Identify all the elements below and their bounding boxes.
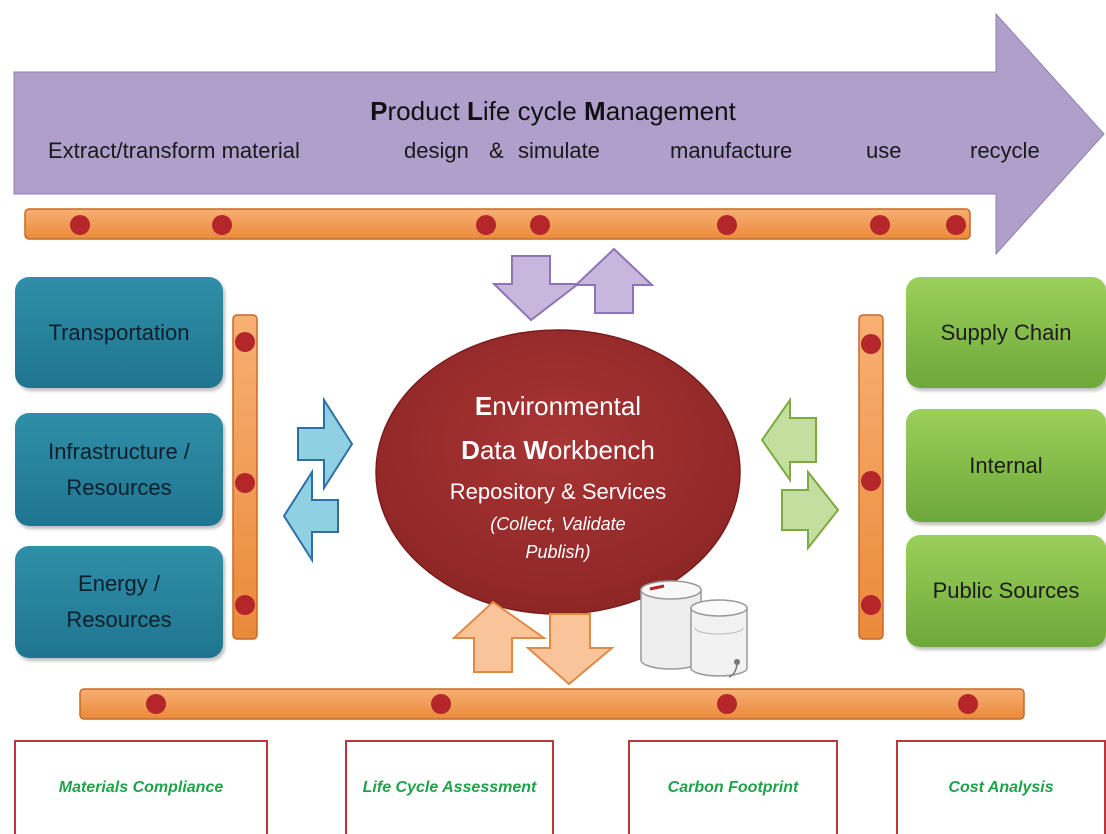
bus-node (958, 694, 978, 714)
stage-extract: Extract/transform material (48, 138, 300, 163)
bus-node (235, 332, 255, 352)
arrow-up-purple (573, 247, 655, 314)
bus-node (861, 471, 881, 491)
source-label: Transportation (48, 319, 190, 345)
bus-node (70, 215, 90, 235)
analysis-label: Carbon Footprint (667, 779, 799, 796)
analysis-carbon-footprint: Carbon Footprint (628, 740, 838, 834)
arrow-right-blue (297, 396, 354, 492)
source-internal: Internal (906, 409, 1106, 522)
workbench-note-line1: (Collect, Validate (490, 514, 626, 534)
bus-node (861, 334, 881, 354)
top-bus (24, 208, 971, 240)
bus-node (476, 215, 496, 235)
source-supply-chain: Supply Chain (906, 277, 1106, 388)
workbench-title-line2: Data Workbench (461, 435, 655, 465)
source-label: Internal (969, 452, 1043, 478)
workbench-subtitle: Repository & Services (449, 479, 667, 504)
workbench-title-line1: Environmental (474, 391, 642, 421)
bus-node (946, 215, 966, 235)
bus-node (717, 694, 737, 714)
arrow-down-orange (525, 613, 615, 686)
source-public: Public Sources (906, 535, 1106, 647)
stage-manufacture: manufacture (670, 138, 793, 163)
bus-node (530, 215, 550, 235)
source-infrastructure: Infrastructure / Resources (15, 413, 223, 526)
source-label: Infrastructure / Resources (48, 438, 190, 500)
bottom-bus (79, 688, 1025, 720)
workbench-note-line2: Publish) (525, 542, 591, 562)
analysis-materials-compliance: Materials Compliance (14, 740, 268, 834)
stage-recycle: recycle (970, 138, 1040, 163)
bus-node (235, 595, 255, 615)
arrow-down-purple (491, 255, 581, 322)
arrow-left-blue (282, 468, 339, 564)
source-label: Public Sources (932, 578, 1080, 603)
stage-simulate: simulate (518, 138, 600, 163)
workbench-ellipse (375, 329, 741, 615)
analysis-label: Cost Analysis (948, 779, 1054, 796)
bus-node (717, 215, 737, 235)
stage-design: design (404, 138, 469, 163)
stage-ampersand: & (489, 138, 504, 163)
analysis-label: Materials Compliance (58, 779, 224, 796)
source-label: Energy / Resources (66, 571, 172, 632)
source-energy: Energy / Resources (15, 546, 223, 658)
stage-use: use (866, 138, 902, 163)
plm-arrow (13, 12, 1105, 256)
bus-node (870, 215, 890, 235)
bus-node (212, 215, 232, 235)
source-label: Supply Chain (940, 319, 1072, 345)
top-bus-nodes (70, 215, 966, 235)
plm-title: Product Life cycle Management (370, 96, 736, 126)
bus-node (235, 473, 255, 493)
analysis-life-cycle-assessment: Life Cycle Assessment (345, 740, 554, 834)
analysis-cost: Cost Analysis (896, 740, 1106, 834)
bus-node (146, 694, 166, 714)
source-transportation: Transportation (15, 277, 223, 388)
database-icon (640, 580, 748, 678)
arrow-up-orange (451, 600, 548, 673)
bus-node (861, 595, 881, 615)
analysis-label: Life Cycle Assessment (362, 779, 537, 796)
bus-node (431, 694, 451, 714)
arrow-right-green (781, 469, 840, 551)
arrow-left-green (760, 396, 817, 484)
